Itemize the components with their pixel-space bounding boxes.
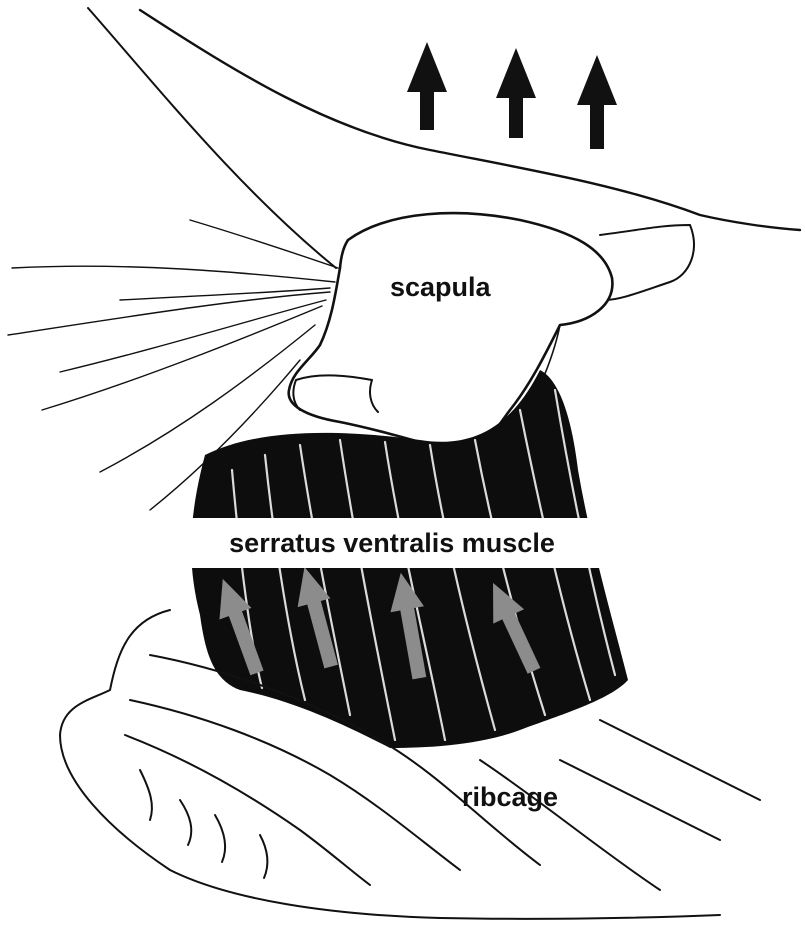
arrow-up-icon bbox=[407, 42, 447, 130]
arrow-up-icon bbox=[496, 48, 536, 138]
back-outline bbox=[140, 10, 800, 230]
scapula-label: scapula bbox=[390, 272, 491, 303]
arrow-up-icon bbox=[577, 55, 617, 149]
shoulder-point-outline bbox=[600, 225, 694, 300]
serratus-muscle-label: serratus ventralis muscle bbox=[172, 518, 612, 568]
ribcage-label: ribcage bbox=[462, 782, 558, 813]
upward-arrows bbox=[407, 42, 617, 149]
neck-outline bbox=[88, 8, 336, 268]
